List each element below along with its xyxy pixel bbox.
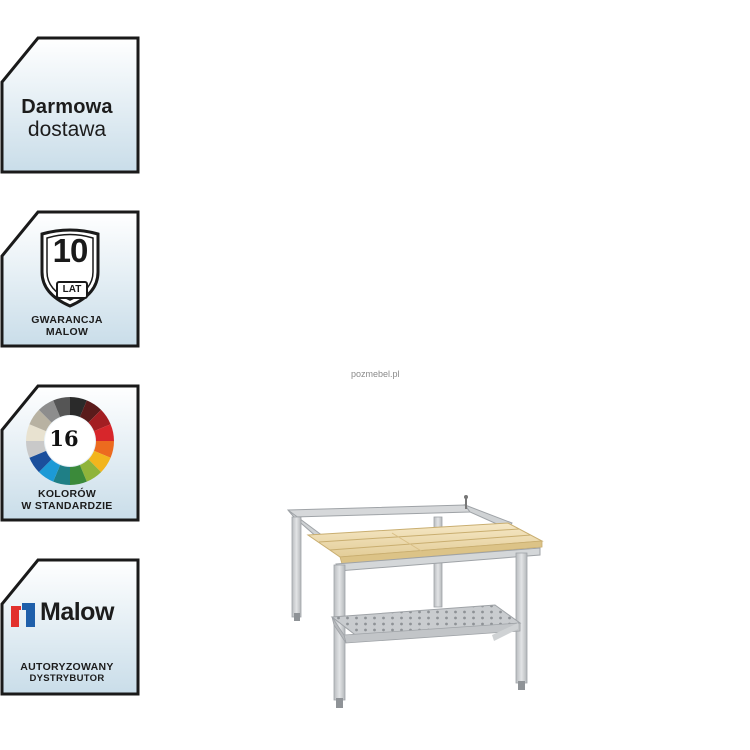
bench-product-image [286, 495, 544, 708]
warranty-years: 10 [52, 232, 89, 269]
badge-title: KOLORÓW [37, 488, 97, 500]
malow-logo-icon [11, 603, 35, 627]
watermark-text: pozmebel.pl [351, 369, 400, 379]
authorized-distributor-badge: Malow AUTORYZOWANY DYSTRYBUTOR [0, 558, 140, 696]
badge-subtitle: MALOW [45, 326, 89, 338]
badge-subtitle: dostawa [27, 118, 107, 141]
brand-name: Malow [40, 598, 114, 626]
warranty-unit: LAT [56, 281, 88, 299]
warranty-badge: 10 LAT GWARANCJA MALOW [0, 210, 140, 348]
color-count: 16 [49, 426, 79, 451]
badge-title: AUTORYZOWANY [20, 661, 114, 673]
badge-frame [0, 558, 140, 696]
badge-title: Darmowa [21, 96, 113, 118]
badge-subtitle: W STANDARDZIE [21, 500, 113, 512]
free-delivery-badge: Darmowa dostawa [0, 36, 140, 174]
badge-title: GWARANCJA [31, 314, 103, 326]
badge-subtitle: DYSTRYBUTOR [29, 673, 105, 684]
color-wheel-icon [26, 397, 114, 485]
colors-badge: 16 KOLORÓW W STANDARDZIE [0, 384, 140, 522]
badge-frame [0, 36, 140, 174]
